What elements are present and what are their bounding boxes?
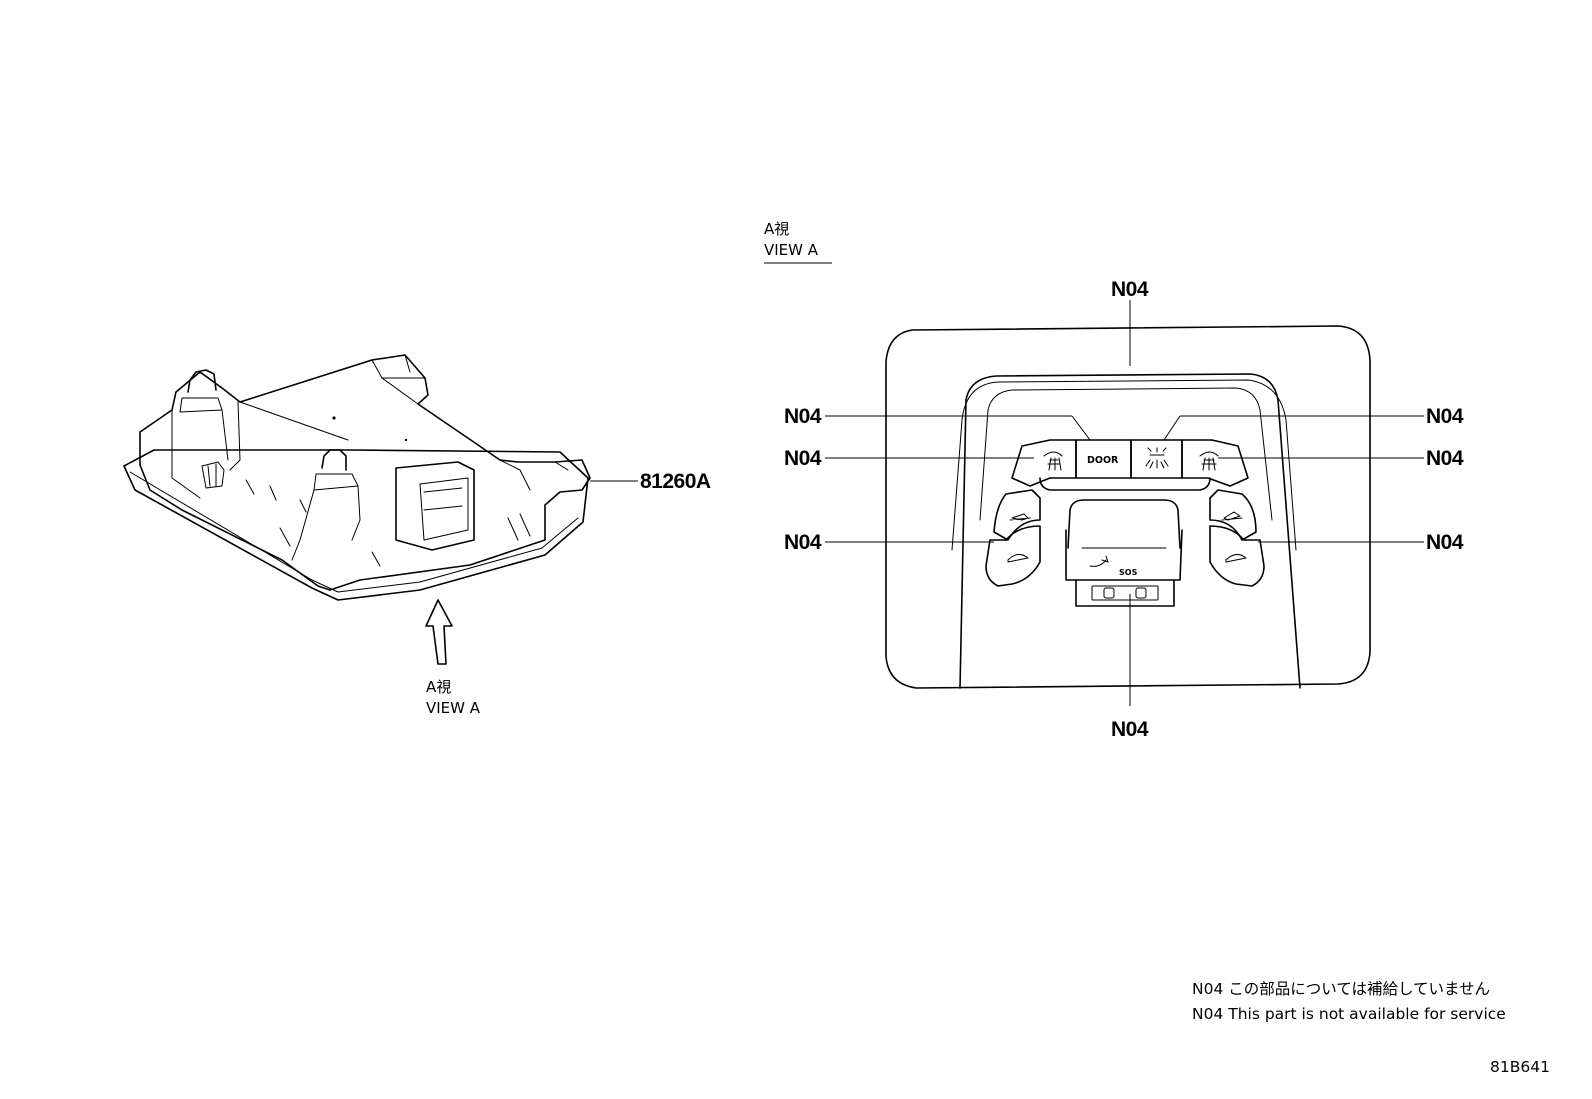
detail-view-title-en: VIEW A — [764, 241, 819, 259]
callout-n04-upper-right: N04 — [1426, 405, 1464, 428]
callout-n04-lower-left: N04 — [784, 531, 822, 554]
part-view-label-jp: A視 — [426, 678, 451, 696]
callout-n04-top: N04 — [1111, 278, 1149, 301]
sos-button-label: SOS — [1119, 568, 1138, 577]
part-view-label-en: VIEW A — [426, 699, 481, 717]
detail-view-title-jp: A視 — [764, 220, 789, 238]
overhead-console-drawing — [123, 354, 638, 665]
callout-n04-bottom: N04 — [1111, 718, 1149, 741]
part-callout-81260A: 81260A — [640, 470, 711, 493]
door-button-label: DOOR — [1087, 455, 1119, 466]
note-jp: N04 この部品については補給していません — [1192, 980, 1490, 998]
switch-panel-drawing — [885, 325, 1371, 689]
callout-n04-upper-left: N04 — [784, 405, 822, 428]
callout-n04-mid-right: N04 — [1426, 447, 1464, 470]
note-en: N04 This part is not available for servi… — [1192, 1005, 1506, 1023]
callout-leaders — [825, 300, 1424, 706]
diagram-id: 81B641 — [1490, 1058, 1550, 1076]
callout-n04-lower-right: N04 — [1426, 531, 1464, 554]
callout-n04-mid-left: N04 — [784, 447, 822, 470]
